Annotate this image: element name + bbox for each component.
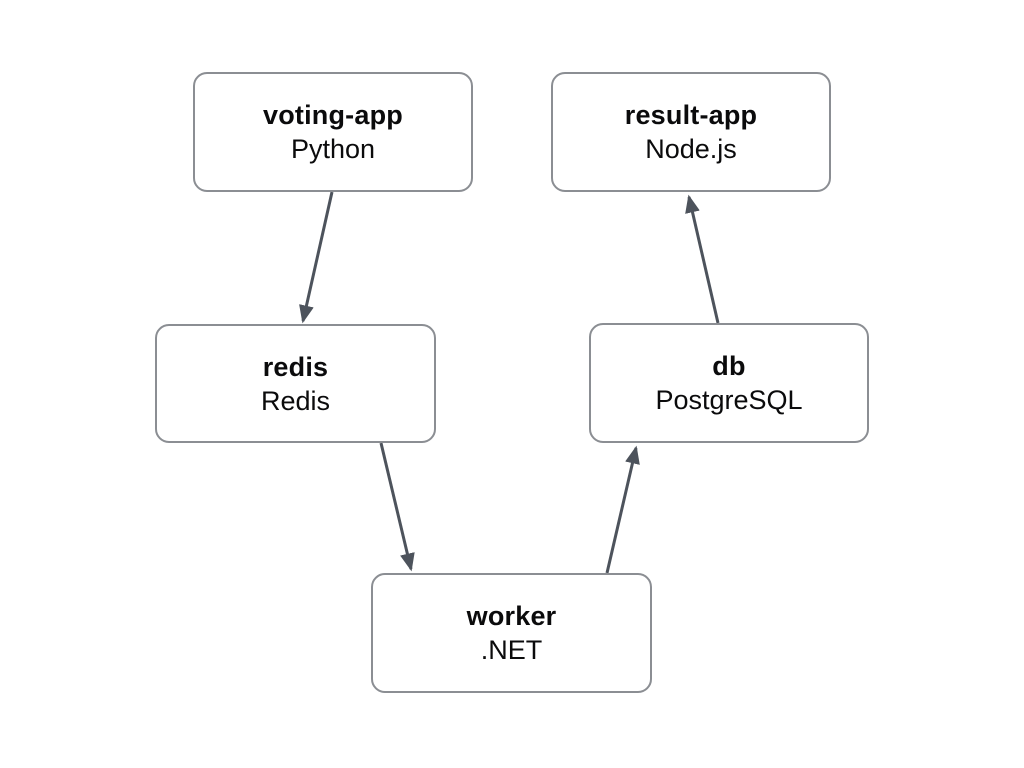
node-db-title: db: [712, 351, 746, 381]
node-voting-app: voting-app Python: [193, 72, 473, 192]
node-worker-title: worker: [466, 601, 557, 631]
node-result-app-title: result-app: [624, 100, 758, 130]
node-db-subtitle: PostgreSQL: [655, 385, 803, 415]
node-worker: worker .NET: [371, 573, 652, 693]
node-voting-app-title: voting-app: [263, 100, 403, 130]
node-worker-subtitle: .NET: [480, 635, 543, 665]
node-db: db PostgreSQL: [589, 323, 869, 443]
edge-worker-to-db: [605, 445, 640, 574]
node-redis: redis Redis: [155, 324, 436, 443]
edge-redis-to-worker: [379, 442, 415, 572]
node-voting-app-subtitle: Python: [290, 134, 376, 164]
node-redis-subtitle: Redis: [260, 385, 331, 416]
node-redis-title: redis: [262, 351, 329, 382]
node-result-app: result-app Node.js: [551, 72, 831, 192]
node-result-app-subtitle: Node.js: [645, 134, 737, 164]
edge-db-to-result-app: [685, 194, 720, 324]
edge-voting-app-to-redis: [299, 191, 334, 324]
